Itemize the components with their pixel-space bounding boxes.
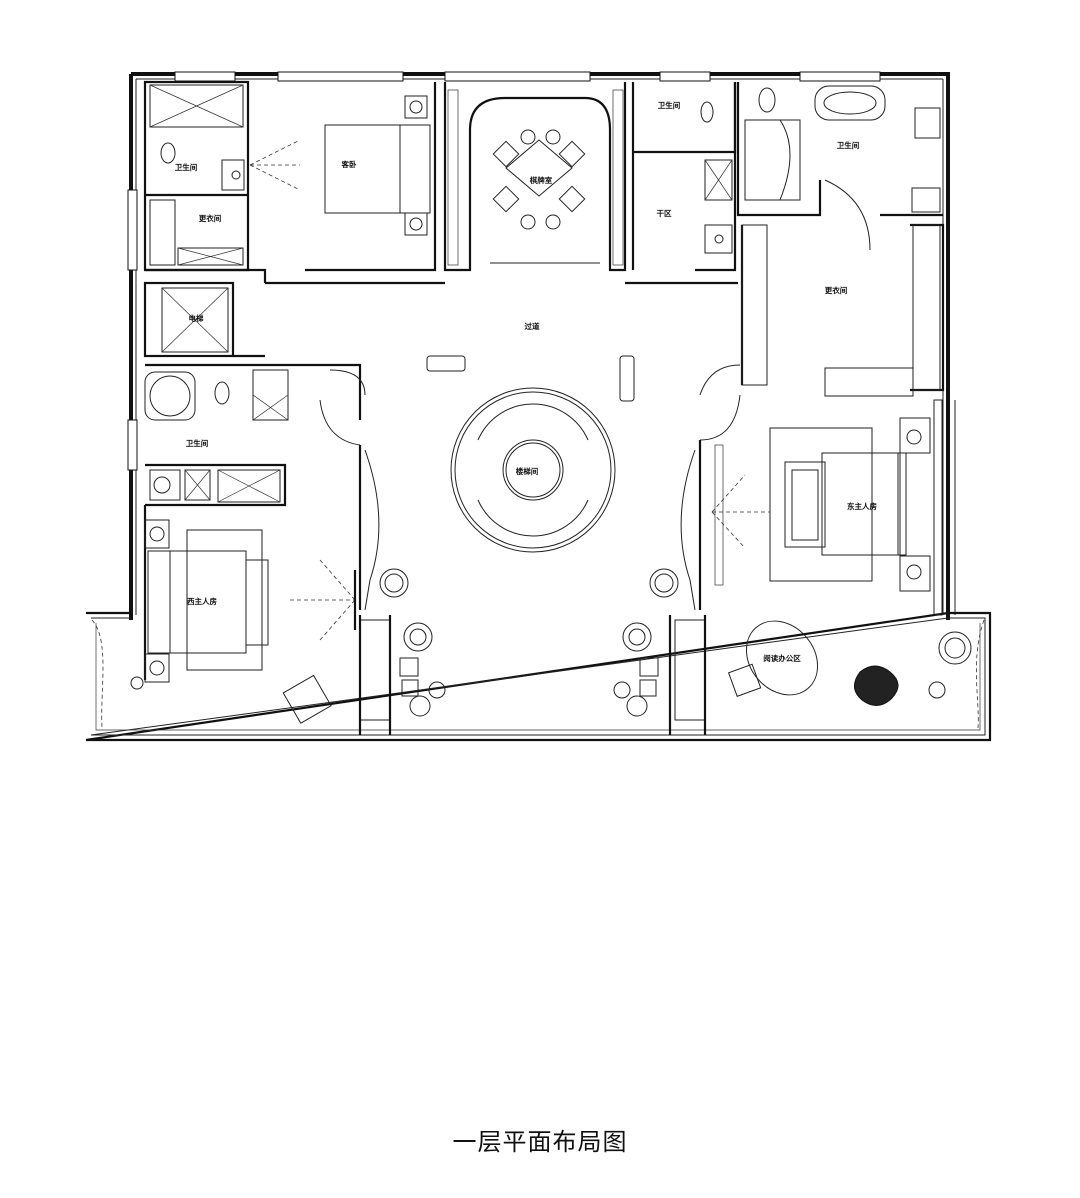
label-dressing-nw: 更衣间: [199, 213, 222, 223]
label-guest-room: 客卧: [341, 159, 357, 169]
study-furniture: [727, 620, 972, 706]
ne-bath-block: [736, 82, 943, 251]
drawing-title: 一层平面布局图: [452, 1128, 628, 1156]
west-bath-block: [144, 363, 366, 507]
terrace: [85, 611, 992, 742]
label-bath-north: 卫生间: [658, 100, 681, 110]
central-hall: [265, 281, 741, 611]
label-bath-ne: 卫生间: [837, 140, 860, 150]
lift-block: [143, 268, 267, 358]
planters: [358, 615, 707, 735]
label-study-office: 阅读办公区: [763, 653, 801, 663]
label-bath-nw: 卫生间: [175, 162, 198, 172]
label-bath-west: 卫生间: [186, 438, 209, 448]
label-stair-hall: 楼梯间: [516, 466, 539, 476]
label-dressing-ne: 更衣间: [825, 285, 848, 295]
circular-stair: [450, 387, 616, 553]
label-corridor: 过道: [525, 321, 540, 331]
label-east-master: 东主人房: [847, 501, 877, 511]
west-master-furniture: [130, 505, 357, 724]
north-bath-block: [631, 82, 737, 272]
east-master-furniture: [711, 399, 943, 616]
nw-bath-block: [143, 80, 301, 272]
guest-room-furniture: [305, 82, 437, 272]
ne-dressing-furniture: [740, 223, 945, 397]
outer-walls: [127, 71, 956, 620]
label-west-master: 西主人房: [187, 596, 217, 606]
label-mahjong-room: 棋牌室: [530, 175, 553, 185]
mahjong-room-furniture: [443, 82, 627, 272]
label-dry-area: 干区: [657, 209, 672, 218]
room-labels: 卫生间 更衣间 客卧 棋牌室 卫生间 干区 卫生间 过道 更衣间 电梯 楼梯间 …: [175, 100, 878, 663]
label-lift: 电梯: [189, 313, 204, 323]
